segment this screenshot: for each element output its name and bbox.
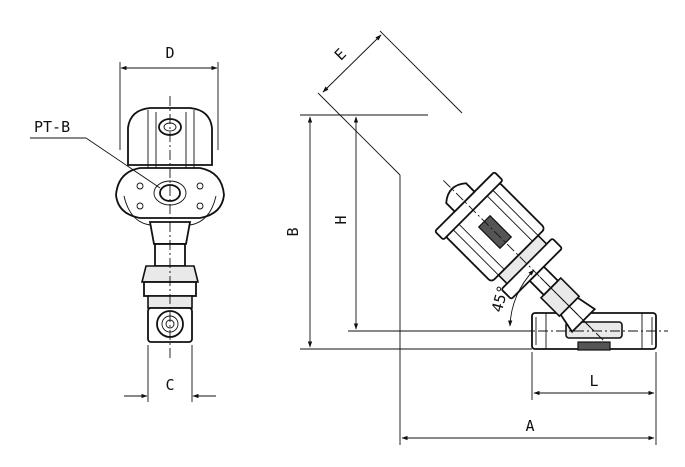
- label-e: E: [331, 45, 350, 64]
- dimension-d: D: [119, 44, 219, 150]
- angle-reference-line: [539, 276, 595, 332]
- dimension-l: L: [531, 352, 657, 445]
- label-a: A: [525, 417, 534, 435]
- dimension-e: E: [317, 30, 463, 176]
- label-h: H: [332, 215, 350, 224]
- side-valve-body: [520, 312, 668, 351]
- front-neck: [140, 221, 200, 309]
- dimension-b: B: [284, 116, 532, 350]
- callout-pt-b: PT-B: [30, 118, 161, 189]
- side-view: 45° E B H L: [284, 30, 668, 445]
- label-l: L: [589, 372, 598, 390]
- label-angle: 45°: [488, 283, 512, 314]
- label-c: C: [165, 376, 174, 394]
- dimension-h: H: [332, 116, 532, 332]
- dimension-c: C: [124, 345, 216, 402]
- front-view: D: [30, 44, 225, 402]
- label-b: B: [284, 227, 302, 236]
- side-actuator: [434, 171, 605, 342]
- label-pt-b: PT-B: [34, 118, 70, 136]
- dimension-a: A: [399, 175, 655, 445]
- label-d: D: [165, 44, 174, 62]
